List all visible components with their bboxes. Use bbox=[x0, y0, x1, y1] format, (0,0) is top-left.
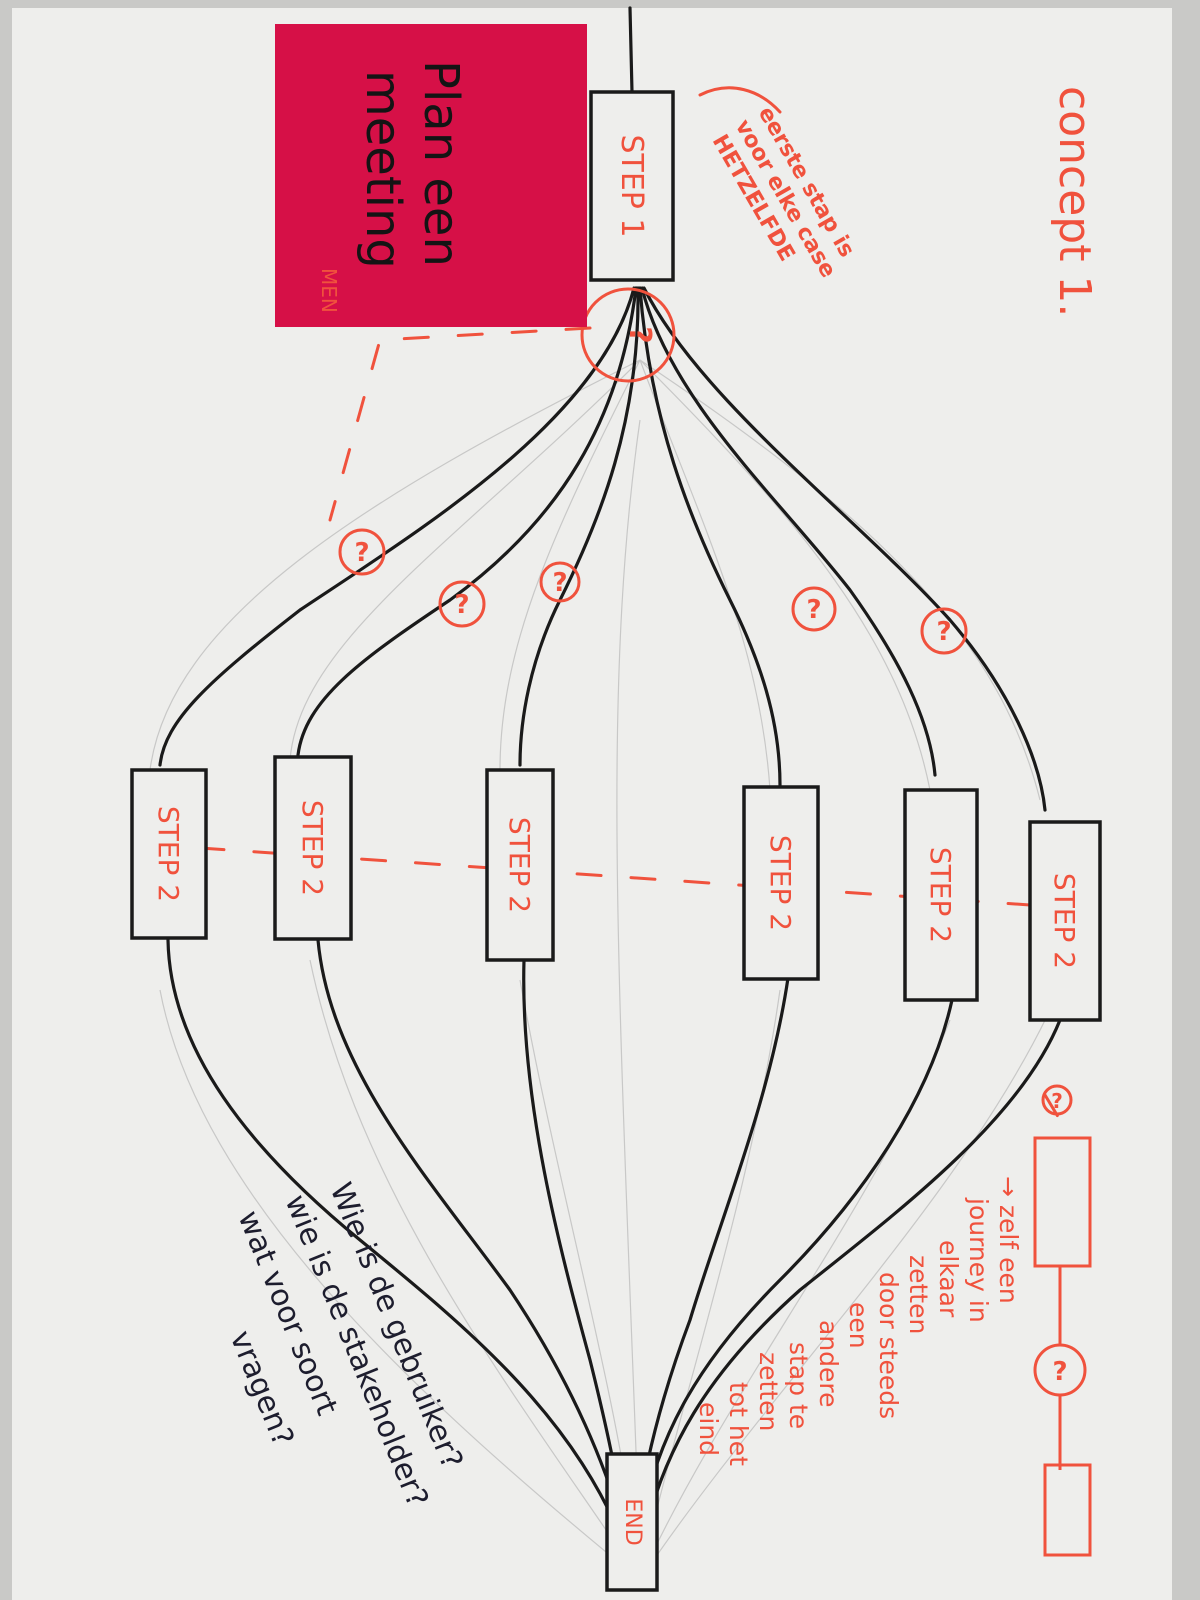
dashed-legend-link bbox=[1043, 1093, 1062, 1122]
question-circle-5 bbox=[920, 607, 968, 655]
connector-branch-1-end bbox=[166, 938, 632, 1562]
branch-node-6-label: STEP 2 bbox=[1048, 873, 1081, 969]
branch-node-5: STEP 2 bbox=[903, 788, 979, 1002]
branch-node-3: STEP 2 bbox=[485, 768, 555, 962]
branch-node-2: STEP 2 bbox=[273, 755, 353, 941]
branch-nodes: STEP 2 STEP 2 STEP 2 STEP 2 STEP 2 STEP … bbox=[130, 755, 1102, 1022]
branch-node-1-label: STEP 2 bbox=[152, 806, 185, 902]
legend-box-1 bbox=[1033, 1136, 1092, 1268]
branch-node-6: STEP 2 bbox=[1028, 820, 1102, 1022]
legend-note-line10: tot het bbox=[724, 1382, 753, 1466]
start-node-box bbox=[589, 90, 675, 282]
question-mark-2: ? bbox=[454, 590, 469, 620]
start-node: STEP 1 bbox=[589, 90, 675, 282]
sticky-note: Plan een meeting bbox=[275, 24, 587, 327]
question-circle-1 bbox=[338, 528, 386, 576]
branch-node-4-label: STEP 2 bbox=[764, 835, 797, 931]
legend-note-line8: stap te bbox=[784, 1342, 813, 1429]
branch-node-4: STEP 2 bbox=[742, 785, 820, 981]
legend-note-line1: → zelf een bbox=[994, 1176, 1023, 1304]
question-mark-1: ? bbox=[354, 538, 369, 568]
partial-hidden-text: MEN bbox=[317, 268, 341, 313]
question-circle-branch6 bbox=[1041, 1084, 1073, 1116]
connectors-start-to-branches bbox=[158, 6, 1047, 812]
end-node: END bbox=[605, 1452, 659, 1592]
connector-branch-2-end bbox=[316, 938, 632, 1557]
connector-top-lead bbox=[628, 6, 634, 94]
question-mark-6: ? bbox=[1051, 1089, 1063, 1113]
connector-start-branch-6 bbox=[642, 286, 1047, 812]
question-markers bbox=[338, 287, 1087, 1397]
legend-note-line7: andere bbox=[814, 1320, 843, 1408]
question-circle-3 bbox=[539, 561, 581, 603]
question-circle-start bbox=[580, 287, 676, 383]
legend-note-line9: zetten bbox=[754, 1352, 783, 1431]
question-mark-3: ? bbox=[552, 568, 567, 598]
connector-start-branch-4 bbox=[638, 286, 782, 787]
red-dashed-lines bbox=[198, 326, 1062, 1122]
legend-note-line6: een bbox=[844, 1302, 873, 1349]
sticky-note-line2: meeting bbox=[355, 70, 411, 269]
diagram-title: concept 1. bbox=[1049, 86, 1100, 317]
connector-branch-5-end bbox=[634, 998, 954, 1557]
question-circle-2 bbox=[438, 580, 486, 628]
legend-note-line3: elkaar bbox=[934, 1240, 963, 1318]
branch-node-2-label: STEP 2 bbox=[296, 800, 329, 896]
legend-note-line4: zetten bbox=[904, 1255, 933, 1334]
branch-node-3-label: STEP 2 bbox=[503, 817, 536, 913]
question-mark-glyphs: ? ? ? ? ? ? ? ? bbox=[354, 326, 1067, 1387]
question-mark-4: ? bbox=[806, 595, 821, 625]
question-mark-start: ? bbox=[622, 326, 657, 343]
connector-start-branch-5 bbox=[640, 286, 937, 777]
start-node-label: STEP 1 bbox=[614, 134, 649, 237]
legend-note-line5: door steeds bbox=[874, 1272, 903, 1419]
annotation-arc bbox=[698, 86, 782, 114]
branch-node-1: STEP 2 bbox=[130, 768, 208, 940]
legend-diagram bbox=[1033, 1136, 1092, 1557]
legend-note: → zelf een journey in elkaar zetten door… bbox=[694, 1176, 1023, 1466]
legend-note-line2: journey in bbox=[964, 1197, 993, 1323]
connector-start-branch-2 bbox=[296, 286, 638, 757]
question-circle-4 bbox=[791, 586, 837, 632]
legend-note-line11: eind bbox=[694, 1402, 723, 1456]
connector-start-branch-1 bbox=[158, 286, 636, 767]
end-node-box bbox=[605, 1452, 659, 1592]
sticky-note-paper bbox=[275, 24, 587, 327]
end-node-label: END bbox=[620, 1498, 645, 1545]
question-mark-legend: ? bbox=[1052, 1357, 1067, 1387]
question-mark-5: ? bbox=[936, 617, 951, 647]
legend-box-2 bbox=[1043, 1463, 1092, 1557]
branch-node-5-label: STEP 2 bbox=[924, 847, 957, 943]
sticky-note-line1: Plan een bbox=[413, 60, 469, 267]
connector-branch-6-end bbox=[638, 1018, 1062, 1557]
connector-start-branch-3 bbox=[518, 286, 640, 767]
dashed-sticky-link bbox=[328, 326, 592, 522]
